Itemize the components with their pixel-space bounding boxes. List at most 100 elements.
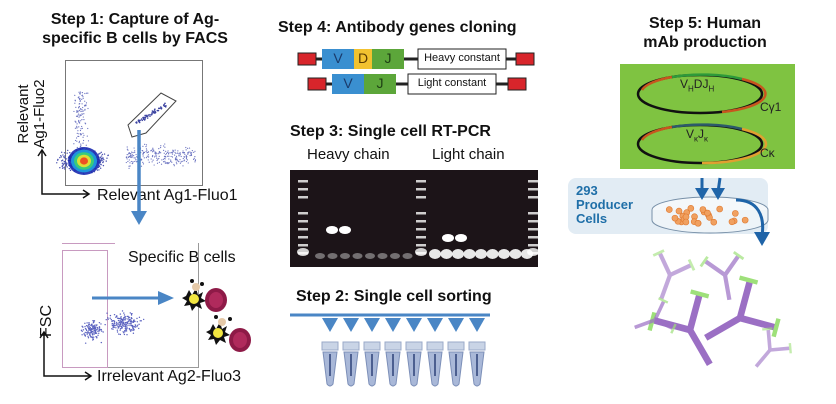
facs-dot: [143, 157, 145, 159]
facs-dot: [136, 317, 138, 320]
facs-dot: [154, 155, 156, 157]
producer-cell: [732, 210, 739, 217]
facs-dot: [92, 332, 94, 335]
facs-dot: [156, 157, 158, 159]
facs-dot: [87, 331, 89, 333]
facs-dot: [62, 164, 64, 166]
facs-dot: [120, 318, 123, 321]
facs-dot: [158, 147, 160, 150]
facs-dot: [87, 326, 89, 328]
facs-dot: [84, 109, 86, 111]
antibody-light-chain: [658, 297, 669, 304]
primer-dimer-band: [463, 249, 476, 259]
facs-dot: [123, 323, 126, 326]
facs-dot: [63, 166, 66, 168]
facs-dot: [157, 153, 159, 155]
facs-dot: [124, 322, 127, 324]
facs-dot: [132, 161, 134, 163]
producer-cell: [699, 206, 707, 213]
facs-dot: [149, 113, 151, 116]
facs-dot: [78, 141, 80, 144]
facs-dot: [93, 328, 96, 330]
facs-dot: [74, 94, 76, 96]
facs-dot: [140, 320, 142, 322]
facs-dot: [132, 332, 135, 334]
facs-dot: [147, 154, 150, 156]
pcr-gel-image: [290, 170, 539, 267]
facs-dot: [118, 333, 120, 335]
facs-dot: [109, 314, 112, 317]
facs-dot: [99, 152, 101, 155]
facs-dot: [164, 160, 166, 162]
facs-dot: [122, 319, 124, 322]
facs-dot: [178, 155, 180, 157]
facs-dot: [92, 327, 94, 329]
antibody-light-chain: [699, 255, 709, 268]
facs-dot: [100, 164, 102, 166]
facs-dot: [135, 121, 138, 123]
facs-dot: [145, 148, 148, 150]
facs-dot: [89, 333, 91, 336]
facs-dot: [83, 105, 86, 107]
droplet-arrow: [343, 318, 359, 332]
facs-dot: [113, 322, 116, 325]
facs-dot: [112, 328, 114, 330]
facs-dot: [81, 91, 83, 94]
facs-dot: [119, 328, 122, 330]
antibody-fc: [659, 274, 672, 300]
light-chain-label: Light chain: [432, 146, 505, 163]
facs-dot: [77, 135, 79, 137]
facs-dot: [105, 160, 107, 162]
facs-dot: [189, 151, 191, 153]
antibody-arm: [739, 314, 777, 331]
facs-dot: [90, 330, 92, 332]
facs-dot: [168, 152, 170, 154]
facs-dot: [84, 342, 87, 344]
facs-dot: [134, 326, 137, 328]
step3-title: Step 3: Single cell RT-PCR: [290, 123, 491, 140]
facs-dot: [165, 152, 168, 155]
facs-dot: [158, 161, 160, 163]
facs-dot: [125, 161, 127, 164]
facs-dot: [85, 144, 87, 146]
facs-dot: [158, 152, 160, 154]
facs-dot: [139, 320, 141, 322]
facs-dot: [60, 155, 62, 157]
facs-dot: [60, 156, 63, 158]
facs-dot: [87, 335, 89, 337]
facs-dot: [129, 323, 131, 325]
facs-dot: [155, 151, 157, 154]
facs-dot: [119, 329, 121, 331]
facs-dot: [167, 150, 169, 152]
facs-dot: [123, 333, 126, 336]
facs-dot: [80, 110, 82, 113]
facs-dot: [158, 107, 160, 110]
facs-plot-1-y-label: Relevant Ag1-Fluo2: [15, 79, 48, 149]
facs-dot: [117, 319, 120, 322]
facs-dot: [148, 161, 150, 163]
facs-dot: [81, 330, 83, 332]
facs-dot: [133, 319, 135, 321]
facs-dot: [69, 169, 72, 172]
facs-dot: [80, 133, 82, 135]
axis-arrows-1: [37, 148, 91, 199]
facs-dot: [87, 127, 89, 130]
facs-dot: [171, 152, 173, 154]
facs-dot: [78, 103, 80, 105]
facs-dot: [144, 143, 146, 145]
facs-dot: [140, 118, 143, 120]
facs-dot: [183, 156, 185, 158]
facs-dot: [142, 161, 144, 164]
facs-dot: [177, 150, 179, 152]
facs-dot: [65, 164, 68, 166]
facs-dot: [75, 121, 77, 123]
producer-cell: [710, 218, 718, 226]
sort-arrow: [92, 291, 174, 305]
light-plasmid-c-label: Cκ: [760, 146, 775, 160]
facs-dot: [134, 320, 136, 323]
facs-dot: [80, 128, 82, 130]
facs-dot: [117, 322, 119, 325]
petri-dish: [651, 177, 770, 246]
facs-dot: [86, 322, 88, 324]
facs-dot: [140, 165, 143, 167]
